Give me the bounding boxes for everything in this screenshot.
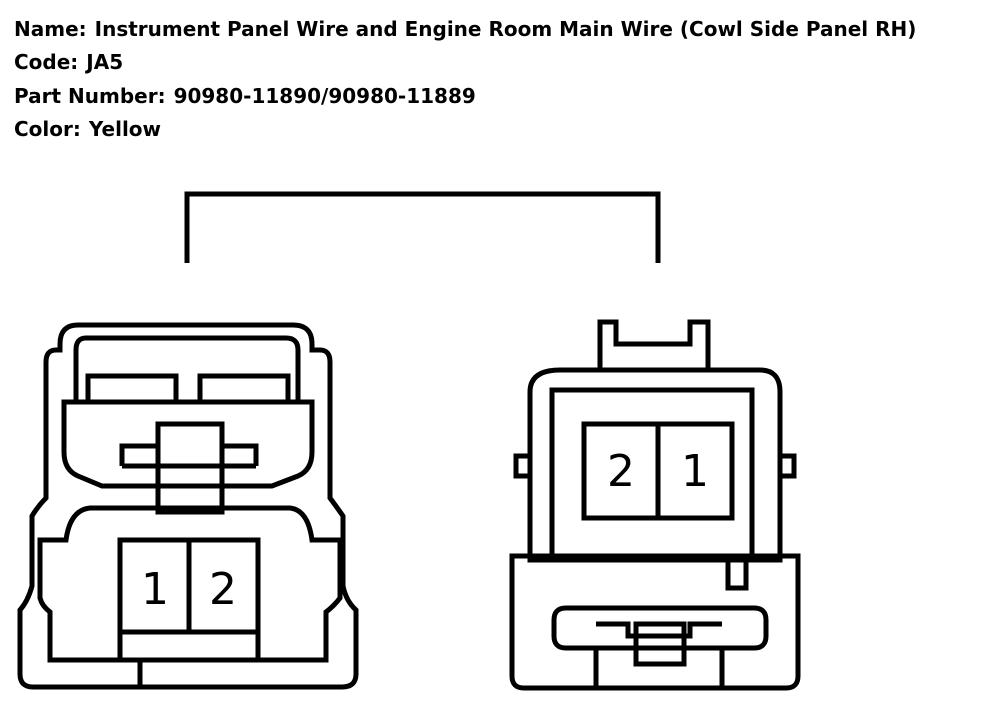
left-lower-body bbox=[37, 505, 343, 663]
left-guide-key bbox=[137, 657, 148, 687]
code-label: Code: bbox=[14, 50, 79, 74]
left-lock-post bbox=[155, 421, 225, 515]
right-lock-window bbox=[593, 621, 725, 688]
left-pin-cavity-block bbox=[117, 537, 261, 663]
right-pin-cavity-block bbox=[581, 421, 735, 521]
right-lower-rail bbox=[551, 605, 769, 651]
right-side-nub-right bbox=[780, 453, 797, 479]
name-value: Instrument Panel Wire and Engine Room Ma… bbox=[94, 17, 917, 41]
name-label: Name: bbox=[14, 17, 87, 41]
left-connector-body bbox=[17, 322, 359, 690]
code-value: JA5 bbox=[86, 50, 124, 74]
mating-pair-bracket bbox=[184, 191, 661, 263]
right-top-latch bbox=[597, 319, 711, 370]
right-pin-label: 2 bbox=[607, 446, 635, 497]
left-pin-label: 2 bbox=[209, 564, 237, 615]
color-row: Color: Yellow bbox=[14, 117, 161, 141]
part-number-value: 90980-11890/90980-11889 bbox=[173, 84, 476, 108]
color-value: Yellow bbox=[88, 117, 162, 141]
left-connector: 1 2 bbox=[17, 322, 359, 690]
part-number-row: Part Number: 90980-11890/90980-11889 bbox=[14, 84, 476, 108]
right-body-upper bbox=[527, 367, 783, 563]
name-row: Name: Instrument Panel Wire and Engine Ro… bbox=[14, 17, 916, 41]
left-lock-tab-right bbox=[197, 373, 291, 402]
right-pin-label: 1 bbox=[681, 446, 709, 497]
part-number-label: Part Number: bbox=[14, 84, 166, 108]
color-label: Color: bbox=[14, 117, 81, 141]
right-side-nub-left bbox=[513, 453, 530, 479]
left-lock-tab-left bbox=[85, 373, 179, 402]
left-lock-arch bbox=[61, 399, 315, 489]
right-lock-tab bbox=[633, 621, 687, 667]
right-inner-panel bbox=[549, 387, 755, 591]
code-row: Code: JA5 bbox=[14, 50, 123, 74]
right-body-lower bbox=[509, 553, 801, 691]
right-connector: 2 1 bbox=[509, 319, 801, 691]
left-pin-label: 1 bbox=[141, 564, 169, 615]
left-lock-post-shoulder bbox=[119, 443, 259, 469]
left-lock-frame bbox=[73, 335, 301, 405]
